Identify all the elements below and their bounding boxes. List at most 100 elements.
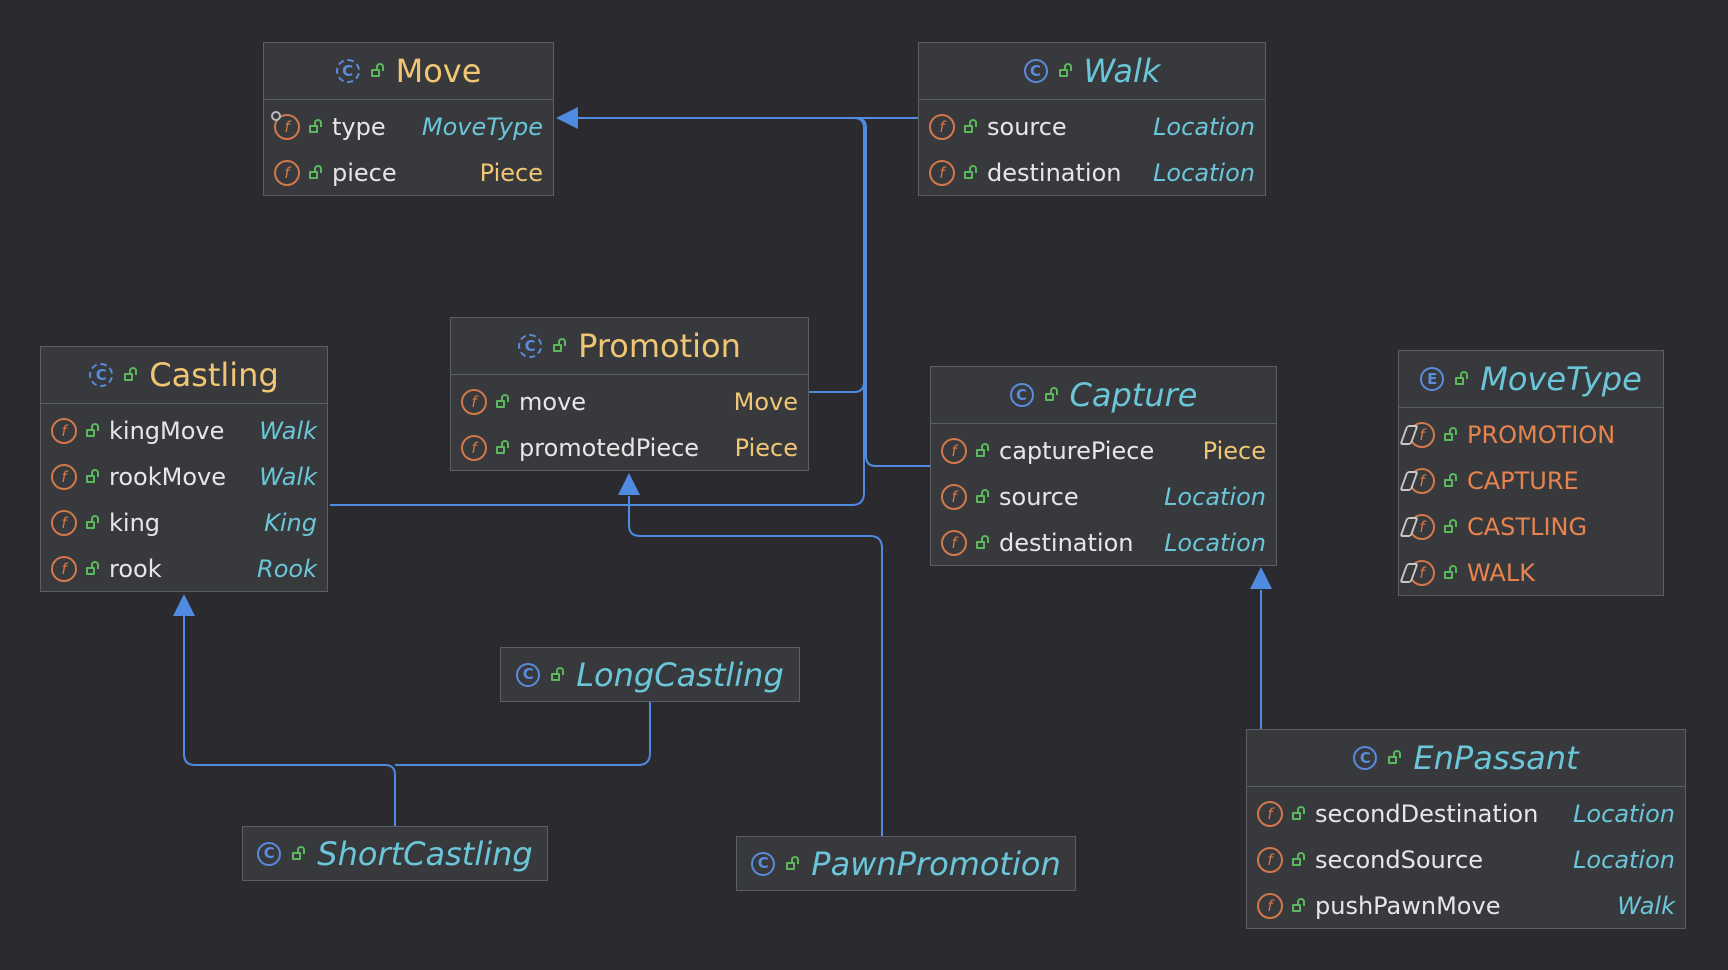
field-row[interactable]: f type MoveType [271,104,543,150]
field-type: Location [1573,846,1675,874]
field-icon: f [941,438,967,464]
field-row[interactable]: f capturePiece Piece [941,428,1266,474]
arrowhead-move [556,107,578,129]
enum-constant: PROMOTION [1467,421,1616,449]
field-row[interactable]: f piece Piece [274,150,543,196]
enum-constant: CASTLING [1467,513,1588,541]
field-icon: f [51,556,77,582]
field-name: rook [109,555,162,583]
unlock-icon [1443,519,1459,535]
field-icon: f [929,160,955,186]
abstract-class-icon: C [89,363,114,387]
node-header: C LongCastling [501,648,799,701]
class-title: Move [395,52,482,90]
unlock-icon [975,443,991,459]
field-row[interactable]: f kingMove Walk [51,408,317,454]
class-title: Capture [1069,376,1198,414]
field-type: Piece [1202,437,1266,465]
field-type: Piece [734,434,798,462]
unlock-icon [85,515,101,531]
unlock-icon [123,367,139,383]
class-node-enpassant[interactable]: C EnPassant f secondDestination Location… [1246,729,1686,929]
enum-constant-row[interactable]: f CAPTURE [1409,458,1653,504]
unlock-icon [1443,427,1459,443]
class-node-promotion[interactable]: C Promotion f move Move f promotedPiece … [450,317,809,471]
class-title: PawnPromotion [811,844,1061,883]
field-type: Walk [259,463,317,491]
class-node-walk[interactable]: C Walk f source Location f destination L… [918,42,1266,196]
class-icon: C [1009,383,1034,407]
field-name: destination [987,159,1122,187]
field-type: Location [1573,800,1675,828]
class-node-pawnpromotion[interactable]: C PawnPromotion [736,836,1076,891]
field-row[interactable]: f pushPawnMove Walk [1257,883,1675,929]
field-row[interactable]: f move Move [461,379,798,425]
field-row[interactable]: f secondSource Location [1257,837,1675,883]
field-row[interactable]: f destination Location [929,150,1255,196]
unlock-icon [1387,750,1403,766]
field-row[interactable]: f king King [51,500,317,546]
field-row[interactable]: f promotedPiece Piece [461,425,798,471]
class-node-capture[interactable]: C Capture f capturePiece Piece f source … [930,366,1277,566]
unlock-icon [963,119,979,135]
field-type: Rook [257,555,317,583]
enum-node-movetype[interactable]: E MoveType f PROMOTION f CAPTURE f CASTL… [1398,350,1664,596]
field-row[interactable]: f destination Location [941,520,1266,566]
unlock-icon [370,63,386,79]
node-header: E MoveType [1399,351,1663,408]
field-row[interactable]: f rookMove Walk [51,454,317,500]
field-type: Location [1164,483,1266,511]
unlock-icon [1443,473,1459,489]
enum-constant-icon: f [1409,468,1435,494]
field-type: Piece [479,159,543,187]
field-row[interactable]: f source Location [941,474,1266,520]
unlock-icon [975,489,991,505]
arrowhead-promotion [618,473,640,495]
field-type: King [264,509,317,537]
unlock-icon [550,666,566,683]
node-header: C EnPassant [1247,730,1685,787]
class-node-shortcastling[interactable]: C ShortCastling [242,826,548,881]
class-node-longcastling[interactable]: C LongCastling [500,647,800,702]
field-row[interactable]: f source Location [929,104,1255,150]
field-icon: f [941,530,967,556]
field-icon: f [461,435,487,461]
field-name: source [987,113,1067,141]
field-icon: f [1257,847,1283,873]
class-icon: C [751,851,776,876]
unlock-icon [308,165,324,181]
class-title: Walk [1083,52,1161,90]
enum-constant-icon: f [1409,514,1435,540]
arrowhead-castling [173,594,195,616]
enum-constant: WALK [1467,559,1535,587]
class-node-move[interactable]: C Move f type MoveType f piece Piece [263,42,554,196]
abstract-class-icon: C [518,334,543,358]
class-icon: C [1023,59,1048,83]
field-name: capturePiece [999,437,1155,465]
field-icon: f [941,484,967,510]
enum-constant: CAPTURE [1467,467,1579,495]
unlock-icon [1044,387,1060,403]
node-header: C Castling [41,347,327,404]
field-name: secondSource [1315,846,1484,874]
enum-constant-row[interactable]: f PROMOTION [1409,412,1653,458]
unlock-icon [495,440,511,456]
unlock-icon [785,855,801,872]
node-header: C Capture [931,367,1276,424]
class-title: Castling [149,356,279,394]
class-icon: C [257,841,282,866]
enum-constant-row[interactable]: f CASTLING [1409,504,1653,550]
class-node-castling[interactable]: C Castling f kingMove Walk f rookMove Wa… [40,346,328,592]
field-name: rookMove [109,463,226,491]
edge-castling-to-move [330,128,865,506]
class-icon: C [516,662,541,687]
field-icon: f [1257,893,1283,919]
field-name: destination [999,529,1134,557]
field-name: king [109,509,161,537]
enum-constant-row[interactable]: f WALK [1409,550,1653,596]
field-row[interactable]: f rook Rook [51,546,317,592]
field-name: secondDestination [1315,800,1539,828]
field-row[interactable]: f secondDestination Location [1257,791,1675,837]
